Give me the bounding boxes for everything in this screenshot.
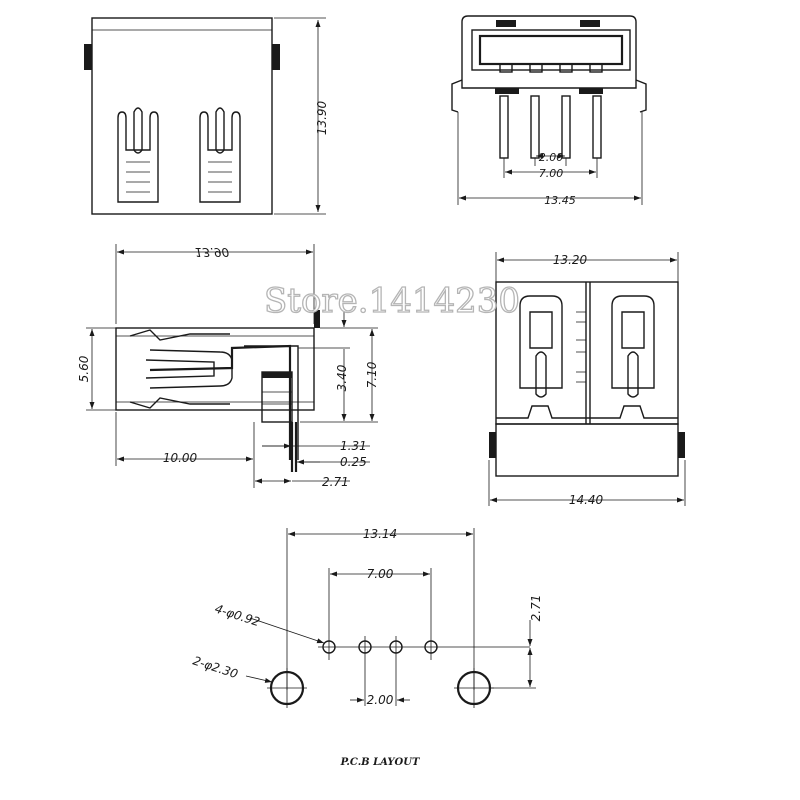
side-contact-pin-outline xyxy=(244,345,299,460)
store-watermark: Store.1414230 xyxy=(264,281,520,321)
front-spring-clip-left xyxy=(117,111,159,203)
pcb-pin-span-dim: 7.00 xyxy=(367,567,394,581)
side-view: 13.90 5.60 3.40 7.10 xyxy=(77,244,379,489)
side-standoff xyxy=(261,371,293,423)
rear-clip-slot-left xyxy=(535,351,547,398)
front-clip-slot-left xyxy=(133,107,143,154)
front-view: 13.90 xyxy=(84,17,329,215)
rear-body-outline xyxy=(495,281,679,425)
rear-lower-body xyxy=(495,423,679,477)
front-clip-slot-right xyxy=(215,107,225,154)
pin-view-foot-right xyxy=(579,88,603,94)
pin-view-width-dim: 13.45 xyxy=(544,194,576,207)
pin-view-leg-right xyxy=(635,79,647,113)
pin-view-contact xyxy=(529,63,543,73)
pin-view-pin xyxy=(592,95,602,159)
side-contact-pin xyxy=(149,344,292,460)
side-pin-height-dim: 3.40 xyxy=(335,364,349,391)
side-total-height-dim: 7.10 xyxy=(365,361,379,388)
pin-view-foot-left xyxy=(495,88,519,94)
pin-view-pin xyxy=(530,95,540,159)
rear-clip-right xyxy=(611,295,655,389)
pin-view-body-outline xyxy=(461,15,637,89)
pin-view: 2.00 7.00 13.45 xyxy=(451,15,647,207)
pcb-pin-hole-label: 4-φ0.92 xyxy=(213,602,262,630)
side-pin-width-dim: 1.31 xyxy=(340,439,367,453)
rear-clip-window-right xyxy=(621,311,645,349)
rear-width-dim: 13.20 xyxy=(553,253,588,267)
side-length-mirror: 13.90 xyxy=(195,245,230,259)
side-standoff-cap xyxy=(262,372,292,378)
rear-clip-slot-right xyxy=(627,351,639,398)
side-spring-top xyxy=(129,329,230,341)
pcb-pin-pitch-dim: 2.00 xyxy=(367,693,394,707)
pin-view-top-latch-left xyxy=(496,20,516,27)
pcb-hole-span-dim: 13.14 xyxy=(363,527,397,541)
front-right-tab xyxy=(272,44,280,70)
front-height-dim: 13.90 xyxy=(315,100,329,135)
pcb-layout-caption: P.C.B LAYOUT xyxy=(340,757,421,768)
front-left-tab xyxy=(84,44,92,70)
side-pin-offset-dim: 2.71 xyxy=(322,475,349,489)
pin-view-span-dim: 7.00 xyxy=(539,167,564,180)
rear-center-hooks xyxy=(576,311,586,383)
side-spring-bottom xyxy=(129,397,230,409)
pin-view-contact xyxy=(499,63,513,73)
rear-bottom-slots xyxy=(496,405,678,419)
pcb-mount-hole-leader xyxy=(245,675,273,683)
rear-right-tab xyxy=(678,432,685,458)
front-body-outline xyxy=(91,17,273,215)
side-height-dim: 5.60 xyxy=(77,355,91,382)
side-pin-thickness-dim: 0.25 xyxy=(340,455,367,469)
pin-view-top-latch-right xyxy=(580,20,600,27)
pin-view-socket-inner xyxy=(478,34,624,66)
rear-left-tab xyxy=(489,432,496,458)
pcb-layout: 13.14 7.00 2.71 4-φ0.92 2-φ2.30 2.0 xyxy=(191,527,543,708)
pin-view-leg-left xyxy=(451,79,463,113)
side-rear-tab xyxy=(314,310,320,328)
pin-view-pin xyxy=(561,95,571,159)
pcb-row-offset-dim: 2.71 xyxy=(529,595,543,622)
pin-view-contact xyxy=(589,63,603,73)
rear-overall-width-dim: 14.40 xyxy=(569,493,604,507)
rear-clip-window-left xyxy=(529,311,553,349)
side-length-dim: 13.90 xyxy=(195,245,230,259)
front-spring-clip-right xyxy=(199,111,241,203)
side-body-outline xyxy=(115,327,315,411)
pin-view-contact xyxy=(559,63,573,73)
pin-view-pin xyxy=(499,95,509,159)
pin-view-socket-outer xyxy=(471,29,631,71)
rear-clip-left xyxy=(519,295,563,389)
rear-view: 13.20 14.40 xyxy=(488,252,686,507)
side-offset-dim: 10.00 xyxy=(163,451,198,465)
pcb-mount-hole-label: 2-φ2.30 xyxy=(191,654,240,682)
pcb-pin-hole-leader xyxy=(249,617,325,644)
pin-view-pitch-dim: 2.00 xyxy=(539,151,564,164)
